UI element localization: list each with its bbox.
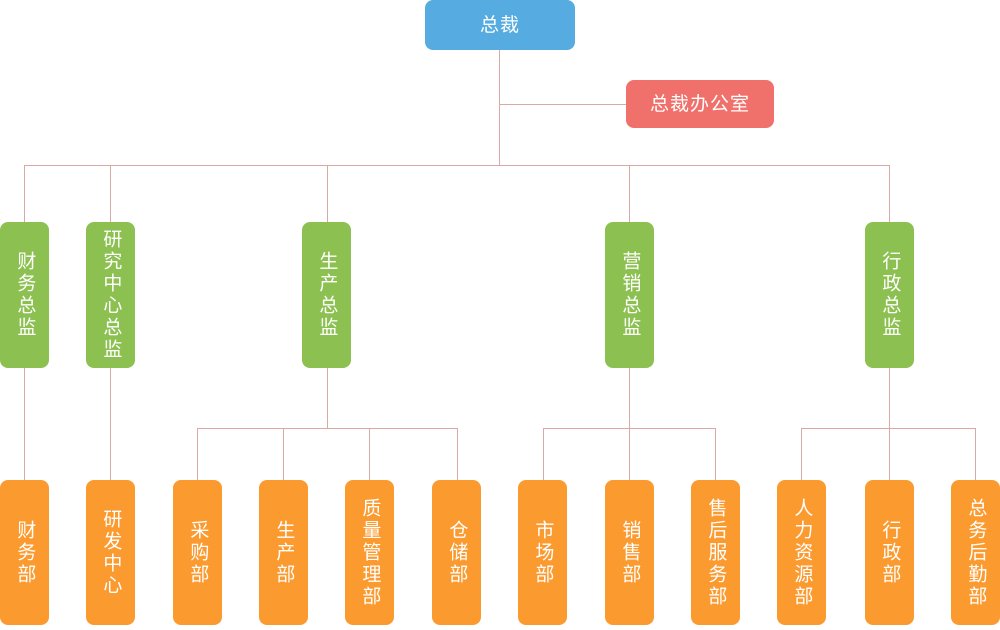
connector-drop-purchasing bbox=[197, 428, 198, 480]
node-marketing-director[interactable]: 营销总监 bbox=[605, 222, 654, 368]
node-finance-dept[interactable]: 财务部 bbox=[0, 480, 49, 625]
connector-drop-sales bbox=[629, 428, 630, 480]
connector-drop-after-sales bbox=[715, 428, 716, 480]
connector-drop-general-affairs bbox=[975, 428, 976, 480]
node-quality-management-dept[interactable]: 质量管理部 bbox=[345, 480, 394, 625]
connector-production-stem bbox=[327, 368, 328, 428]
node-after-sales-service-dept[interactable]: 售后服务部 bbox=[691, 480, 740, 625]
node-production-dept[interactable]: 生产部 bbox=[259, 480, 308, 625]
connector-drop-finance-director bbox=[24, 165, 25, 222]
connector-drop-warehouse bbox=[457, 428, 458, 480]
connector-research-to-dept bbox=[110, 368, 111, 480]
connector-drop-quality bbox=[369, 428, 370, 480]
connector-production-bus bbox=[197, 428, 458, 429]
node-administration-dept[interactable]: 行政部 bbox=[865, 480, 914, 625]
node-production-director[interactable]: 生产总监 bbox=[302, 222, 351, 368]
connector-drop-research-director bbox=[110, 165, 111, 222]
node-warehouse-dept[interactable]: 仓储部 bbox=[432, 480, 481, 625]
node-administration-director[interactable]: 行政总监 bbox=[865, 222, 914, 368]
connector-finance-to-dept bbox=[24, 368, 25, 480]
connector-administration-stem bbox=[889, 368, 890, 428]
connector-ceo-stem bbox=[499, 50, 500, 166]
connector-marketing-stem bbox=[629, 368, 630, 428]
connector-drop-production-dept bbox=[283, 428, 284, 480]
connector-drop-production-director bbox=[327, 165, 328, 222]
node-general-affairs-logistics-dept[interactable]: 总务后勤部 bbox=[951, 480, 1000, 625]
connector-ceo-to-office bbox=[499, 104, 626, 105]
node-purchasing-dept[interactable]: 采购部 bbox=[173, 480, 222, 625]
node-sales-dept[interactable]: 销售部 bbox=[605, 480, 654, 625]
connector-drop-administration-dept bbox=[889, 428, 890, 480]
connector-administration-bus bbox=[801, 428, 976, 429]
connector-drop-administration-director bbox=[889, 165, 890, 222]
node-ceo[interactable]: 总裁 bbox=[425, 0, 575, 50]
node-market-dept[interactable]: 市场部 bbox=[518, 480, 567, 625]
node-research-center-director[interactable]: 研究中心总监 bbox=[86, 222, 135, 368]
node-human-resources-dept[interactable]: 人力资源部 bbox=[777, 480, 826, 625]
node-finance-director[interactable]: 财务总监 bbox=[0, 222, 49, 368]
connector-drop-market bbox=[543, 428, 544, 480]
connector-director-bus bbox=[24, 165, 889, 166]
node-rd-center[interactable]: 研发中心 bbox=[86, 480, 135, 625]
node-ceo-office[interactable]: 总裁办公室 bbox=[626, 80, 774, 128]
connector-drop-marketing-director bbox=[629, 165, 630, 222]
connector-drop-hr bbox=[801, 428, 802, 480]
